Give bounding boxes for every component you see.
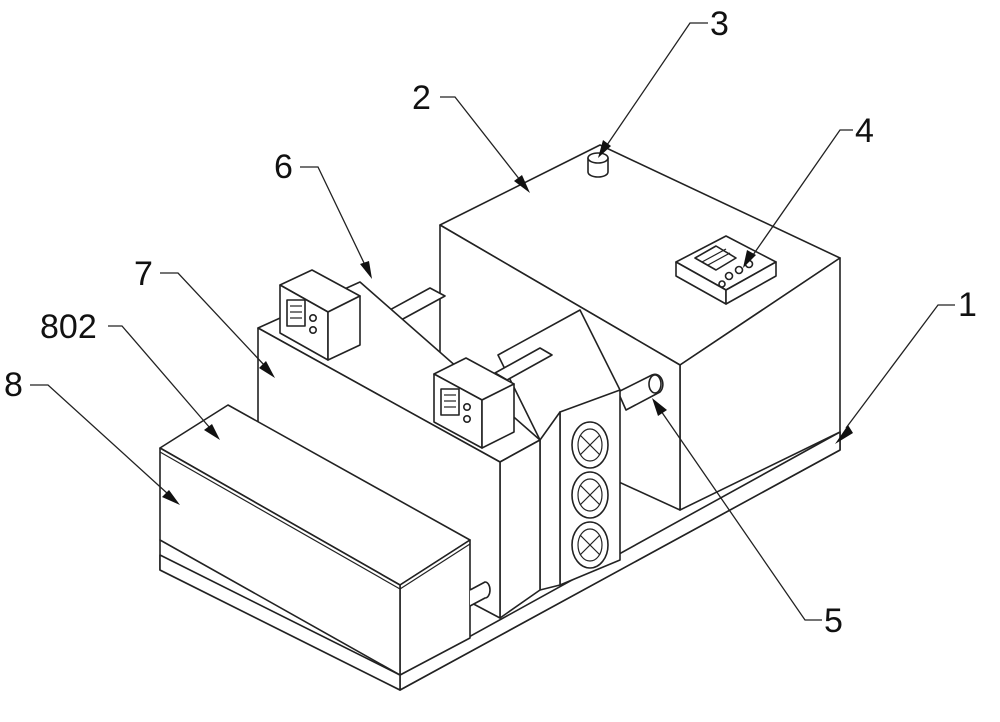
thermostat-right xyxy=(433,357,515,449)
leader-5 xyxy=(652,398,822,621)
label-5: 5 xyxy=(824,602,843,640)
connecting-pipe xyxy=(617,373,664,411)
label-4: 4 xyxy=(855,112,874,150)
leader-7 xyxy=(160,272,275,378)
label-1: 1 xyxy=(958,286,977,324)
leader-6 xyxy=(300,166,372,279)
fan-unit xyxy=(497,309,621,591)
fan-icon xyxy=(571,471,609,519)
label-3: 3 xyxy=(710,5,729,43)
control-panel xyxy=(675,235,777,305)
fan-icon xyxy=(571,421,609,469)
label-7: 7 xyxy=(134,255,153,293)
drain-pipe xyxy=(469,581,491,607)
leader-2 xyxy=(440,96,530,193)
leader-802 xyxy=(108,325,220,440)
fan-icon xyxy=(571,521,609,569)
leader-8 xyxy=(30,384,180,505)
label-8: 8 xyxy=(4,366,23,404)
label-6: 6 xyxy=(274,148,293,186)
leader-4 xyxy=(743,129,853,268)
top-port xyxy=(587,152,609,178)
thermostat-left xyxy=(279,269,361,361)
front-box xyxy=(159,404,471,676)
leader-1 xyxy=(835,304,955,444)
label-802: 802 xyxy=(40,308,97,346)
leader-3 xyxy=(598,22,708,158)
label-2: 2 xyxy=(412,79,431,117)
